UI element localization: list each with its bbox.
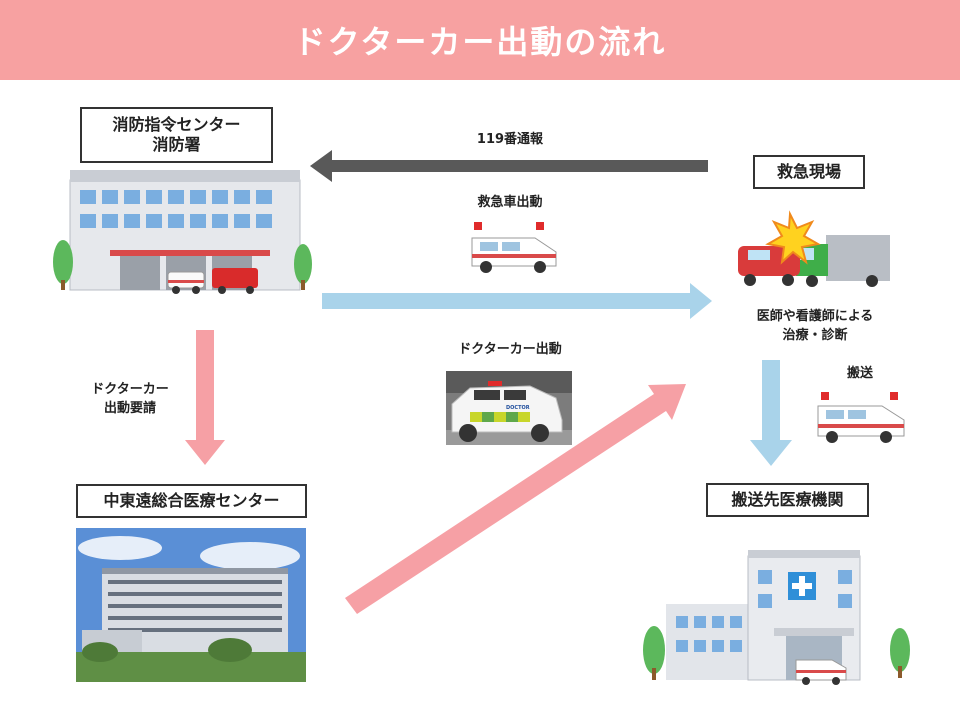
transport-arrow	[750, 360, 792, 466]
treatment-line-2: 治療・診断	[782, 328, 848, 343]
dispatch-request-line-1: ドクターカー	[91, 382, 169, 397]
hospital-building-icon	[82, 568, 288, 654]
parked-ambulance-icon	[795, 659, 847, 685]
fire-station-box: 消防指令センター 消防署	[80, 107, 273, 163]
medical-cross-icon	[788, 572, 816, 600]
tree-left-icon	[53, 240, 73, 290]
collision-burst-icon	[765, 210, 821, 265]
tree-right-icon	[294, 244, 312, 290]
call-119-arrow	[310, 150, 708, 182]
doctor-car-decal-text: DOCTOR	[506, 405, 530, 411]
doctor-car-dispatch-label: ドクターカー出動	[458, 342, 562, 357]
dispatch-request-arrow	[185, 330, 225, 465]
fire-station-label-2: 消防署	[152, 135, 201, 154]
dispatch-request-label: ドクターカー 出動要請	[70, 380, 190, 418]
call-119-label: 119番通報	[476, 132, 544, 147]
receiving-hospital-label: 搬送先医療機関	[731, 490, 844, 509]
ambulance-dispatch-arrow	[322, 283, 712, 319]
medical-center-label: 中東遠総合医療センター	[103, 491, 280, 510]
fire-station-label-1: 消防指令センター	[112, 115, 241, 134]
accident-scene-box: 救急現場	[753, 155, 865, 189]
ambulance-icon	[471, 222, 557, 273]
ambulance-dispatch-label: 救急車出動	[477, 195, 543, 210]
fire-truck-icon	[212, 268, 258, 294]
station-ambulance-icon	[167, 271, 205, 294]
receiving-hospital-box: 搬送先医療機関	[706, 483, 869, 517]
treatment-label: 医師や看護師による 治療・診断	[725, 307, 905, 345]
accident-scene-label: 救急現場	[776, 162, 841, 181]
dispatch-request-line-2: 出動要請	[103, 401, 156, 416]
transport-ambulance-icon	[817, 392, 905, 443]
transport-label: 搬送	[846, 366, 873, 381]
treatment-line-1: 医師や看護師による	[756, 309, 874, 324]
doctor-car-route-arrow	[345, 384, 686, 614]
header-banner: ドクターカー出動の流れ	[0, 0, 960, 80]
doctor-car-icon	[451, 381, 563, 442]
hospital-tree-right-icon	[890, 628, 910, 678]
hospital-tree-left-icon	[643, 626, 665, 680]
page-title: ドクターカー出動の流れ	[293, 23, 667, 61]
medical-center-box: 中東遠総合医療センター	[76, 484, 307, 518]
